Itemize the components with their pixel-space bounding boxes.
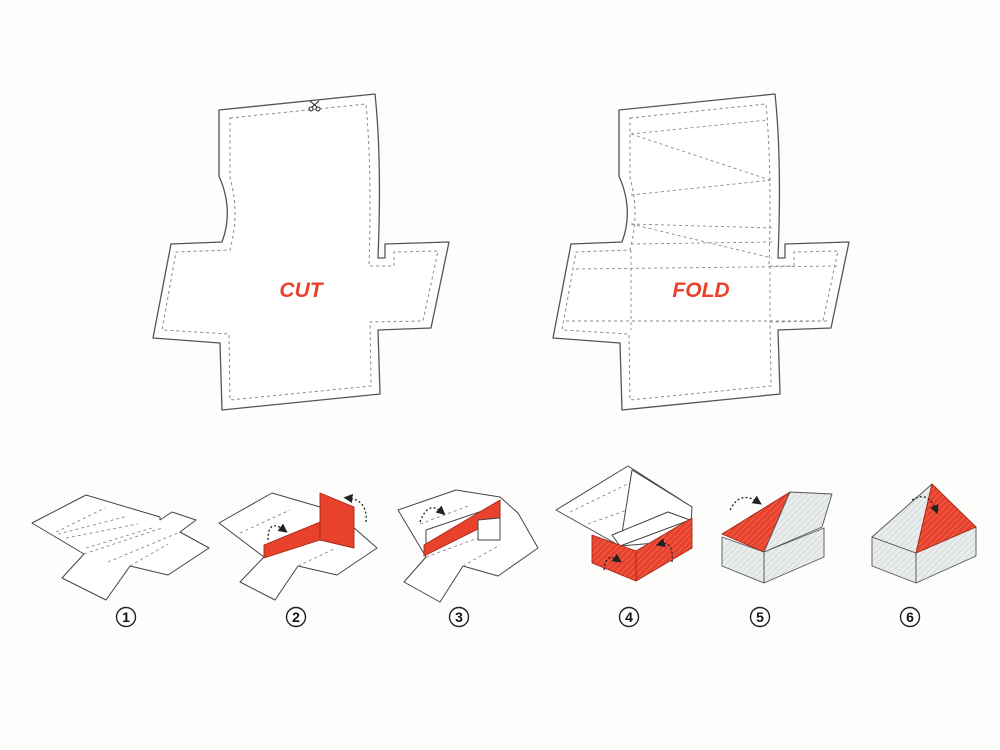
cut-line <box>161 103 439 401</box>
step-2-arrow-left <box>267 523 288 541</box>
step-number-6: 6 <box>899 606 921 628</box>
step-1-illustration <box>31 494 210 601</box>
cut-template: CUT <box>152 93 450 411</box>
fold-cut-line <box>561 103 839 401</box>
step-3-illustration <box>397 489 539 603</box>
fold-template: FOLD <box>552 93 850 411</box>
step-4-red-side <box>635 517 693 582</box>
step-5-arrow <box>729 495 762 511</box>
step-3-arrow <box>419 505 446 523</box>
cut-label: CUT <box>279 279 324 302</box>
cut-template-outline <box>152 93 450 411</box>
step-number-3-label: 3 <box>455 609 463 625</box>
step-number-4: 4 <box>618 606 640 628</box>
step-2-arrow-right <box>343 493 367 523</box>
fold-label: FOLD <box>672 279 729 302</box>
step-number-5-label: 5 <box>756 609 764 625</box>
step-6-illustration <box>871 483 977 584</box>
step-5-illustration <box>721 491 833 584</box>
step-2-red-flap <box>319 492 355 549</box>
fold-template-outline <box>552 93 850 411</box>
step-number-5: 5 <box>749 606 771 628</box>
step-2-illustration <box>218 492 378 601</box>
step-number-3: 3 <box>448 606 470 628</box>
step-6-red-roof <box>915 483 977 554</box>
step-number-4-label: 4 <box>625 609 633 625</box>
step-number-2-label: 2 <box>292 609 300 625</box>
step-number-1-label: 1 <box>122 609 130 625</box>
step-4-illustration <box>555 465 693 582</box>
scissors-icon <box>308 100 321 112</box>
step-number-1: 1 <box>115 606 137 628</box>
fold-lines <box>566 119 839 330</box>
step-number-2: 2 <box>285 606 307 628</box>
step-number-6-label: 6 <box>906 609 914 625</box>
